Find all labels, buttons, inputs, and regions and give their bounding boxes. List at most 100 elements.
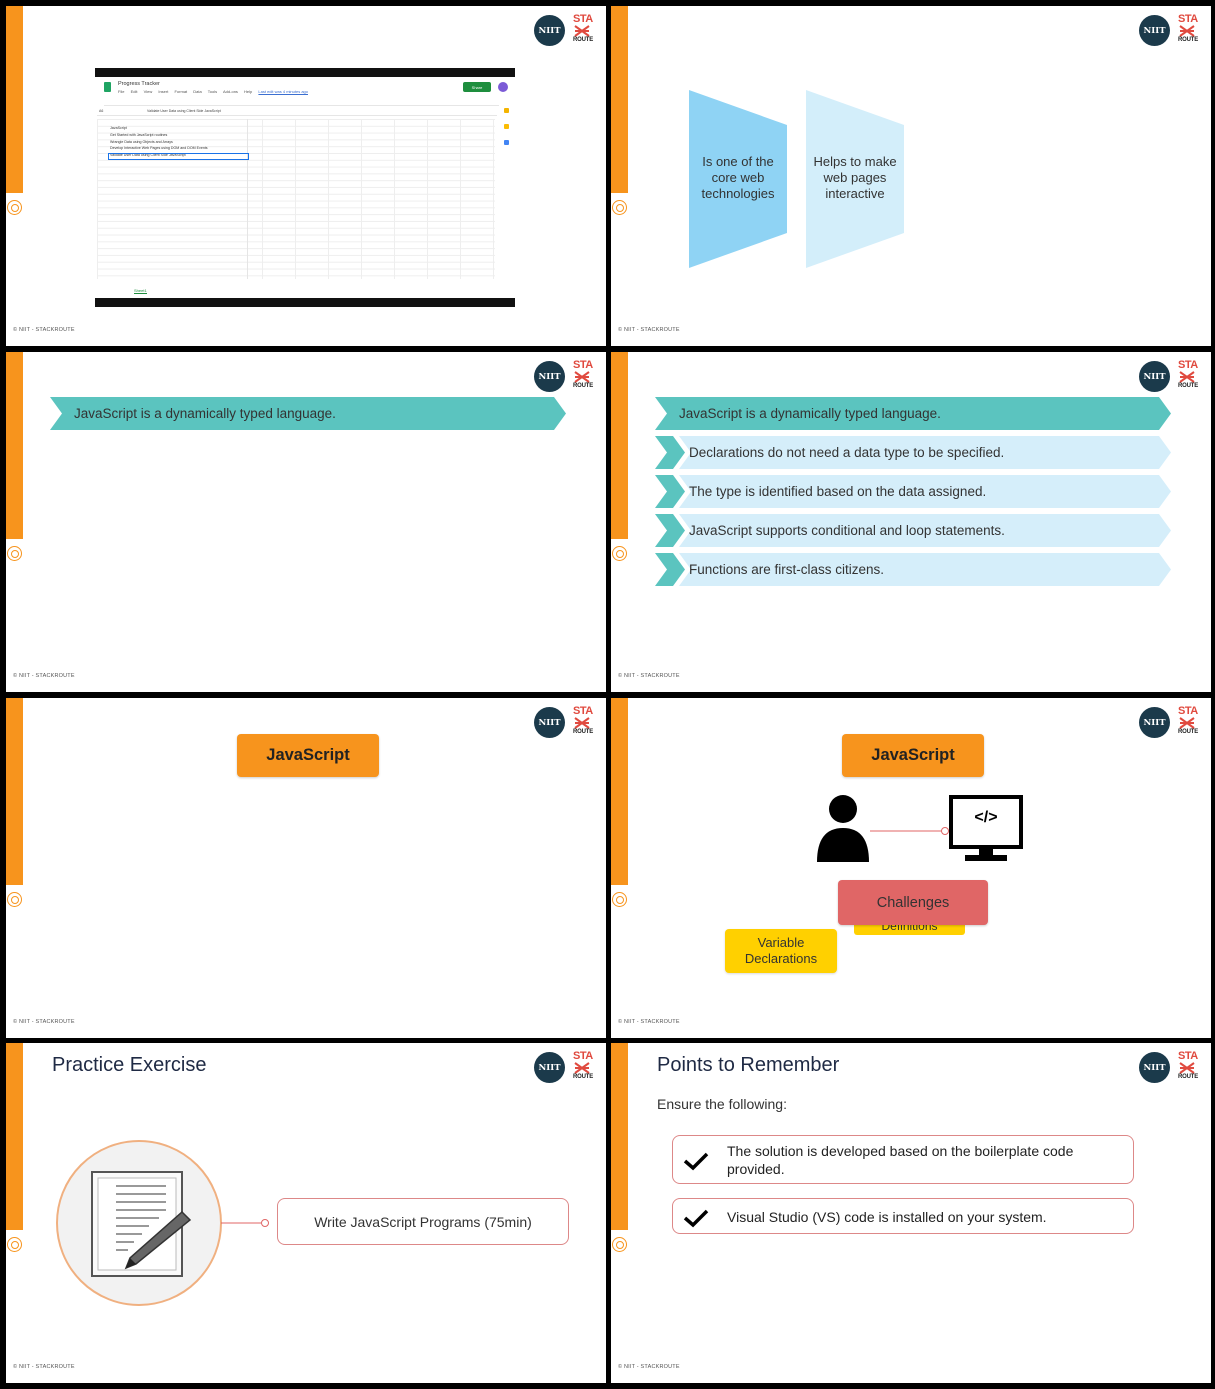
niit-logo: NIIT [534,361,565,392]
logo-sta-text: STA [573,359,593,371]
banner-text: JavaScript supports conditional and loop… [689,523,1005,538]
slide-title: Points to Remember [657,1054,840,1076]
row-text[interactable]: Develop Interactive Web Pages using DOM … [110,146,208,151]
intro-text: Ensure the following: [657,1096,787,1112]
accent-bar [611,698,628,885]
accent-bar [611,352,628,539]
sheet-menu[interactable]: File Edit View Insert Format Data Tools … [118,89,313,94]
banner-text: Declarations do not need a data type to … [689,445,1005,460]
tasks-icon[interactable] [504,124,509,129]
copyright: © NIIT - STACKROUTE [618,1364,680,1370]
slide-8[interactable]: NIIT STA ROUTE Points to Remember Ensure… [611,1043,1211,1383]
trapezoid-left-text: Is one of the core web technologies [701,154,775,201]
accent-bar [6,6,23,193]
point-text: Visual Studio (VS) code is installed on … [727,1209,1047,1225]
sheets-icon [104,82,111,92]
logo-route-text: ROUTE [573,383,594,389]
formula-text: Validate User Data using Client Side Jav… [147,109,221,113]
menu-item[interactable]: File [118,89,125,94]
stackroute-logo: STA ROUTE [1177,1050,1199,1084]
menu-item[interactable]: Tools [207,89,218,94]
share-button[interactable]: Share [463,82,491,92]
slide-4[interactable]: NIIT STA ROUTE JavaScript is a dynamical… [611,352,1211,692]
banner-item: Functions are first-class citizens. [655,553,1171,586]
ring-icon [612,892,627,907]
copyright: © NIIT - STACKROUTE [13,673,75,679]
menu-item[interactable]: Help [244,89,253,94]
monitor-icon [949,795,1023,861]
accent-bar [6,352,23,539]
sheet-toolbar[interactable] [104,99,499,106]
banner-text: JavaScript is a dynamically typed langua… [74,406,336,421]
menu-item[interactable]: Data [193,89,202,94]
copyright: © NIIT - STACKROUTE [618,673,680,679]
spreadsheet-screenshot: Progress Tracker File Edit View Insert F… [95,68,515,307]
niit-logo: NIIT [534,707,565,738]
logo-route-text: ROUTE [573,1074,594,1080]
menu-item[interactable]: Add-ons [223,89,238,94]
trapezoid-left [689,90,787,268]
formula-bar[interactable]: A6 Validate User Data using Client Side … [97,109,497,116]
side-panel-icons [503,108,510,208]
logo-sta-text: STA [573,705,593,717]
logo-route-text: ROUTE [1178,1074,1199,1080]
sheet-title[interactable]: Progress Tracker [118,81,160,87]
slide-6[interactable]: NIIT STA ROUTE JavaScript </> Definition… [611,698,1211,1038]
ring-icon [612,200,627,215]
logo-route-text: ROUTE [573,729,594,735]
stackroute-x-icon [574,1062,590,1074]
niit-logo: NIIT [1139,15,1170,46]
banner-text: JavaScript is a dynamically typed langua… [679,406,941,421]
row-text[interactable]: Wrangle Data using Objects and Arrays [110,139,173,144]
point-text: The solution is developed based on the b… [727,1143,1074,1177]
slide-1[interactable]: NIIT STA ROUTE Progress Tracker File Edi… [6,6,606,346]
accent-bar [611,6,628,193]
ring-icon [612,1237,627,1252]
keep-icon[interactable] [504,108,509,113]
stackroute-x-icon [1179,717,1195,729]
point-box: The solution is developed based on the b… [672,1135,1134,1184]
menu-item[interactable]: Edit [130,89,138,94]
exercise-box: Write JavaScript Programs (75min) [277,1198,569,1245]
stackroute-logo: STA ROUTE [1177,705,1199,739]
copyright: © NIIT - STACKROUTE [13,327,75,333]
check-icon[interactable] [504,140,509,145]
niit-logo: NIIT [534,1052,565,1083]
avatar[interactable] [498,82,508,92]
check-icon [683,1152,709,1171]
row-text[interactable]: Get Started with JavaScript routines [110,132,168,137]
menu-item[interactable]: Insert [158,89,169,94]
stackroute-logo: STA ROUTE [1177,13,1199,47]
last-edit-link[interactable]: Last edit was 4 minutes ago [258,89,308,94]
sheet-rows: JavaScript Get Started with JavaScript r… [110,125,208,159]
code-glyph: </> [974,809,998,826]
slide-5[interactable]: NIIT STA ROUTE JavaScript © NIIT - STACK… [6,698,606,1038]
stackroute-logo: STA ROUTE [572,359,594,393]
selected-cell[interactable] [108,153,249,160]
stackroute-logo: STA ROUTE [572,13,594,47]
banner-shape [655,514,1171,547]
slide-2[interactable]: NIIT STA ROUTE Is one of the core web te… [611,6,1211,346]
niit-logo: NIIT [1139,1052,1170,1083]
sheet-tab[interactable]: Sheet1 [134,288,147,294]
menu-item[interactable]: Format [174,89,188,94]
niit-logo: NIIT [534,15,565,46]
ring-icon [7,546,22,561]
slide-3[interactable]: NIIT STA ROUTE JavaScript is a dynamical… [6,352,606,692]
banner-shape [655,475,1171,508]
accent-bar [611,1043,628,1230]
menu-item[interactable]: View [143,89,153,94]
banner-main: JavaScript is a dynamically typed langua… [655,397,1171,430]
slide-7[interactable]: NIIT STA ROUTE Practice Exercise Wr [6,1043,606,1383]
logo-sta-text: STA [573,1050,593,1062]
slide-title: Practice Exercise [52,1054,207,1076]
copyright: © NIIT - STACKROUTE [618,1019,680,1025]
javascript-label: JavaScript [842,734,984,777]
notepad-pencil-icon [56,1140,222,1306]
check-icon [683,1209,709,1228]
person-icon [817,795,869,862]
connector-line [870,827,949,835]
row-text[interactable]: Validate User Data using Client Side Jav… [110,153,186,158]
column-a[interactable] [108,119,248,279]
row-text[interactable]: JavaScript [110,126,127,130]
